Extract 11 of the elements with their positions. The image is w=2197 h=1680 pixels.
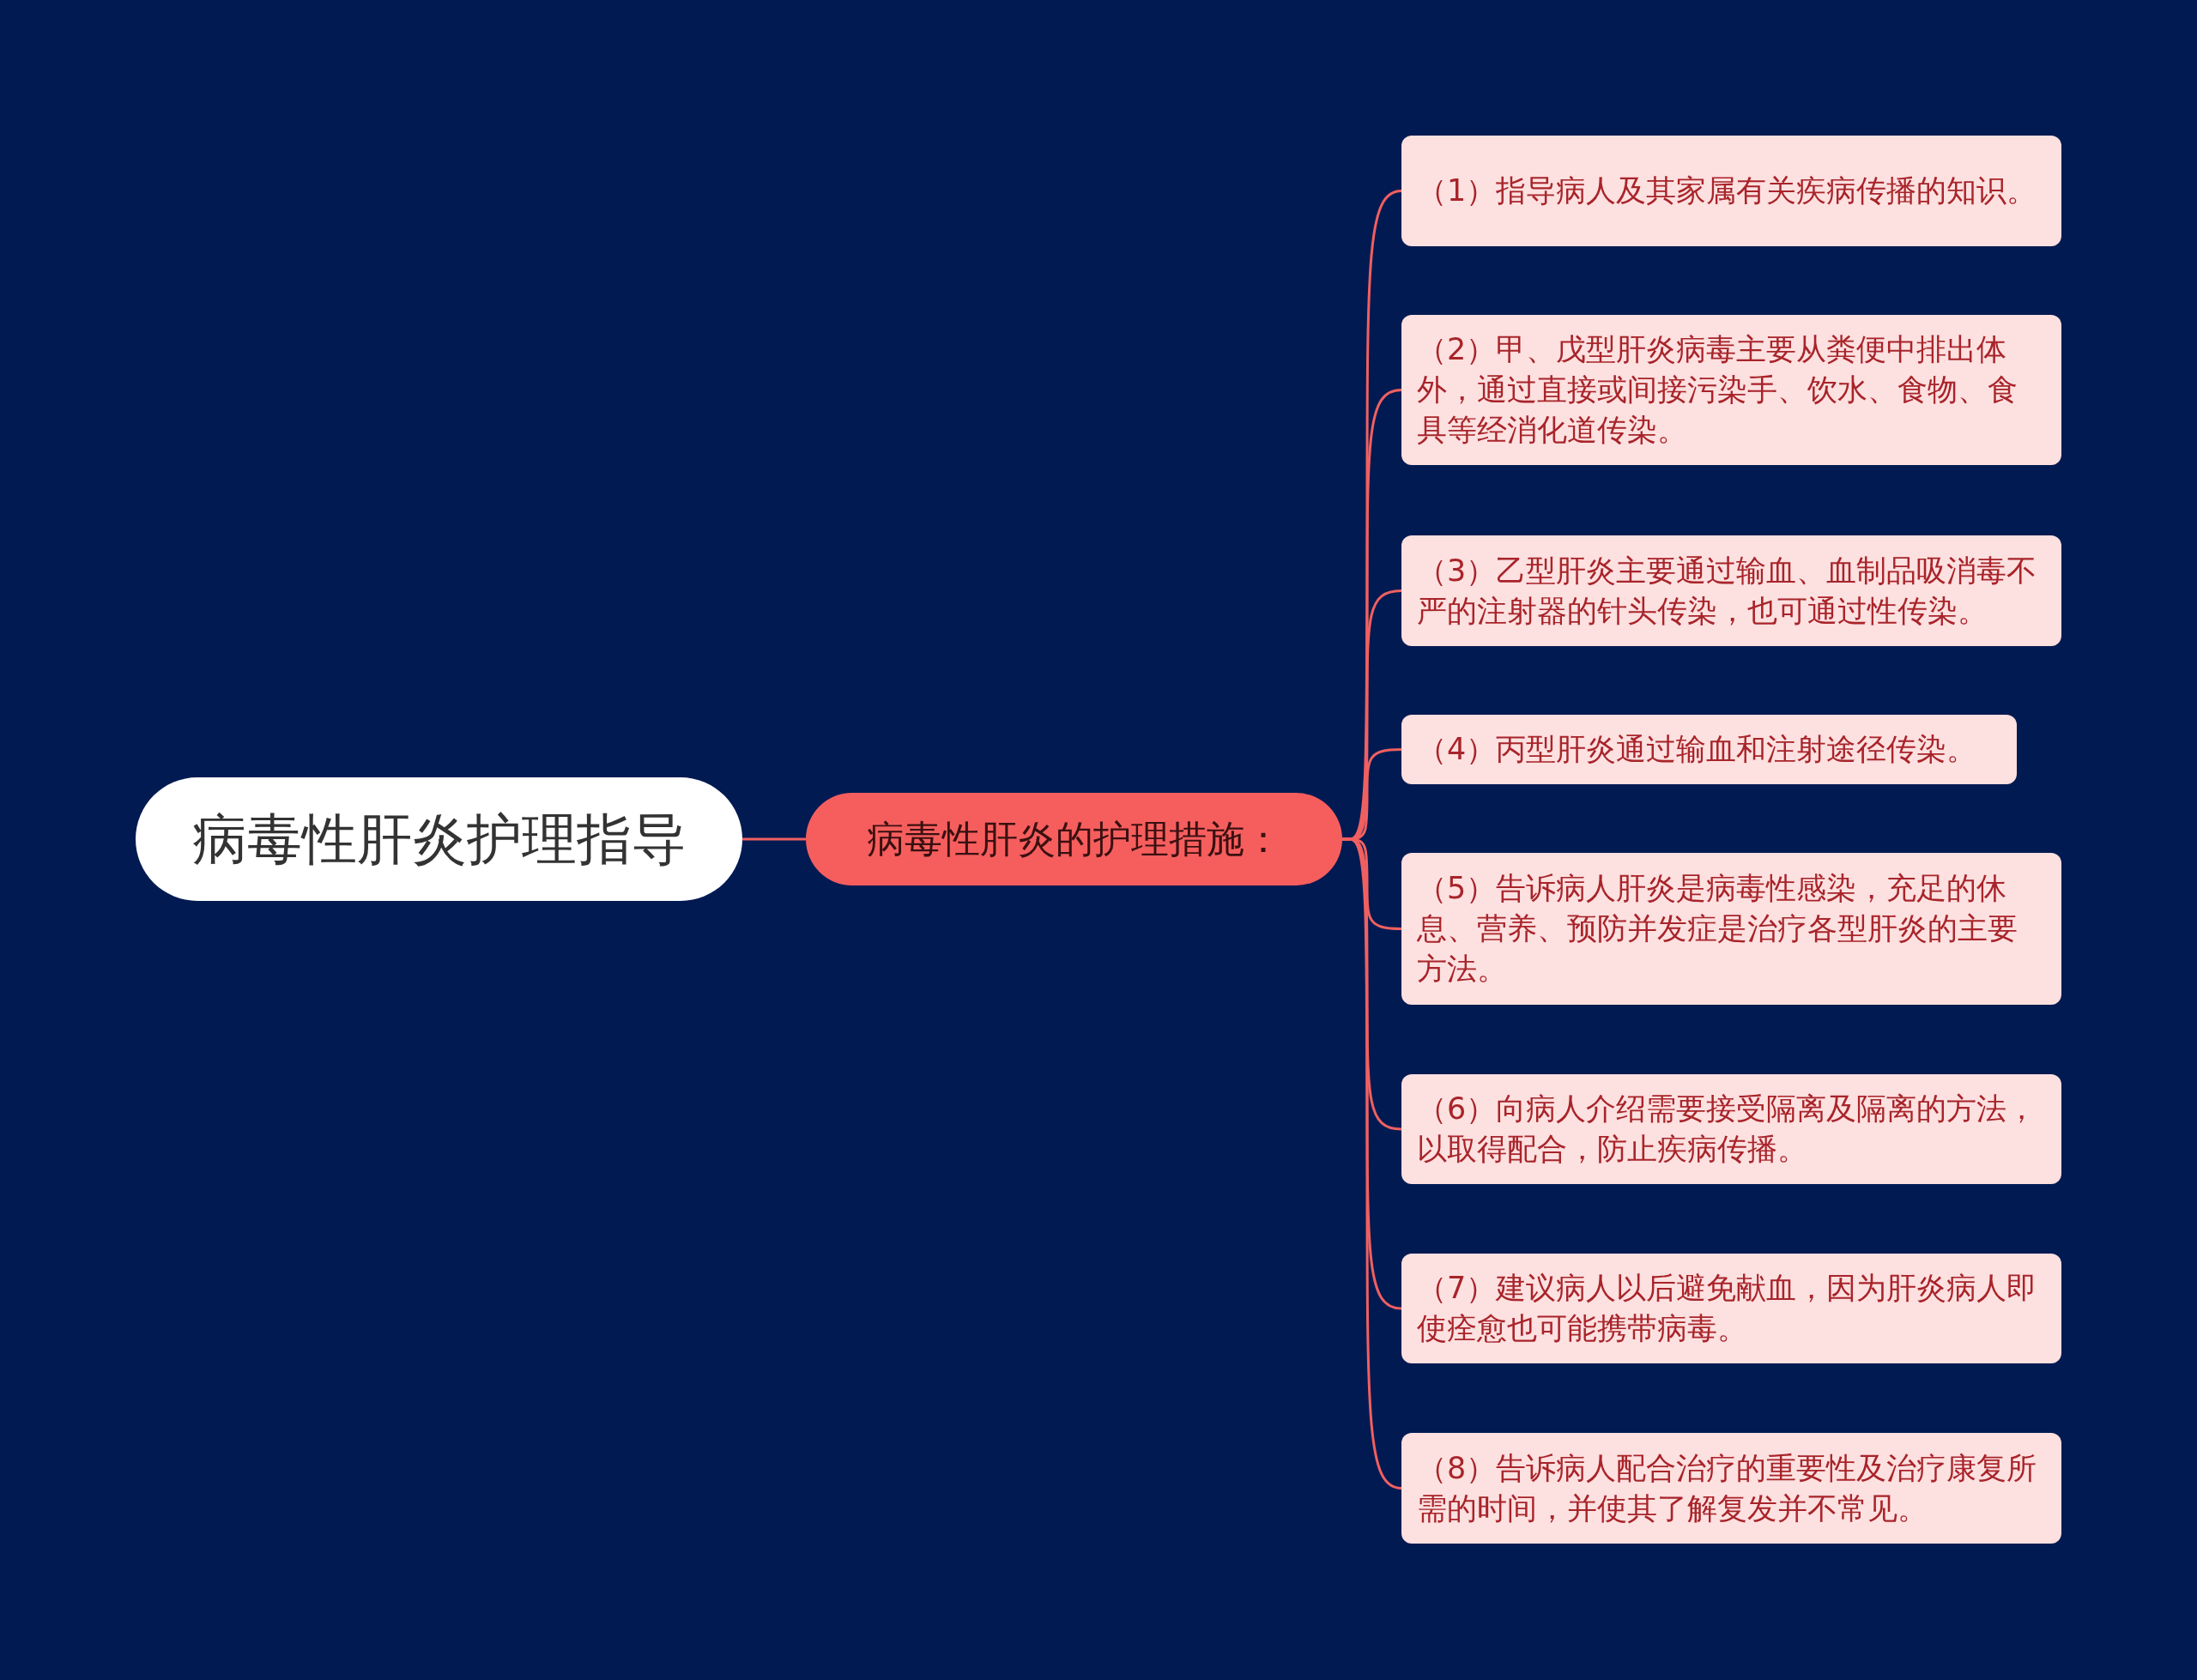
note-box: （6）向病人介绍需要接受隔离及隔离的方法，以取得配合，防止疾病传播。 [1401, 1074, 2061, 1184]
note-box: （7）建议病人以后避免献血，因为肝炎病人即使痊愈也可能携带病毒。 [1401, 1254, 2061, 1363]
title-pill: 病毒性肝炎护理指导 [136, 777, 742, 901]
note-box: （3）乙型肝炎主要通过输血、血制品吸消毒不严的注射器的针头传染，也可通过性传染。 [1401, 535, 2061, 646]
note-box: （2）甲、戊型肝炎病毒主要从粪便中排出体外，通过直接或间接污染手、饮水、食物、食具等经消化道传染。 [1401, 315, 2061, 465]
note-box: （1）指导病人及其家属有关疾病传播的知识。 [1401, 136, 2061, 246]
connector-line [742, 837, 806, 841]
note-box: （5）告诉病人肝炎是病毒性感染，充足的休息、营养、预防并发症是治疗各型肝炎的主要方法。 [1401, 853, 2061, 1005]
note-box: （8）告诉病人配合治疗的重要性及治疗康复所需的时间，并使其了解复发并不常见。 [1401, 1433, 2061, 1544]
topic-pill: 病毒性肝炎的护理措施： [806, 793, 1342, 885]
note-box: （4）丙型肝炎通过输血和注射途径传染。 [1401, 715, 2017, 784]
